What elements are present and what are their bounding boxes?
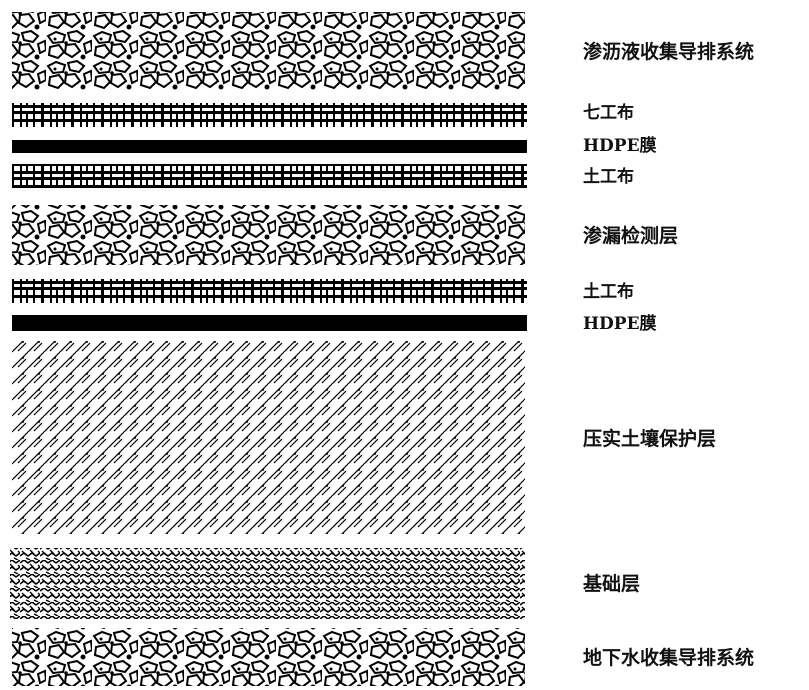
- label-compacted-soil: 压实土壤保护层: [583, 428, 717, 450]
- label-hdpe-membrane-lower: HDPE膜: [583, 314, 657, 334]
- layer-geotextile-lower: [12, 279, 527, 303]
- layer-leak-detection: [12, 205, 525, 265]
- layer-leachate-collection: [12, 12, 525, 90]
- label-foundation: 基础层: [583, 573, 641, 595]
- layer-geotextile-middle: [12, 164, 527, 188]
- label-groundwater-collection: 地下水收集导排系统: [583, 647, 755, 669]
- label-geotextile-lower: 土工布: [583, 282, 634, 302]
- label-leachate-collection: 渗沥液收集导排系统: [583, 41, 755, 63]
- label-hdpe-membrane-upper: HDPE膜: [583, 136, 657, 156]
- layer-foundation: [10, 548, 525, 619]
- layer-hdpe-membrane-lower: [12, 315, 527, 331]
- label-leak-detection: 渗漏检测层: [583, 225, 679, 247]
- layer-hdpe-membrane-upper: [12, 140, 527, 153]
- layer-groundwater-collection: [12, 628, 525, 686]
- layer-compacted-soil: [12, 341, 525, 534]
- label-geotextile-middle: 土工布: [583, 167, 634, 187]
- layer-geotextile-upper: [12, 103, 527, 127]
- label-geotextile-upper: 七工布: [583, 103, 634, 123]
